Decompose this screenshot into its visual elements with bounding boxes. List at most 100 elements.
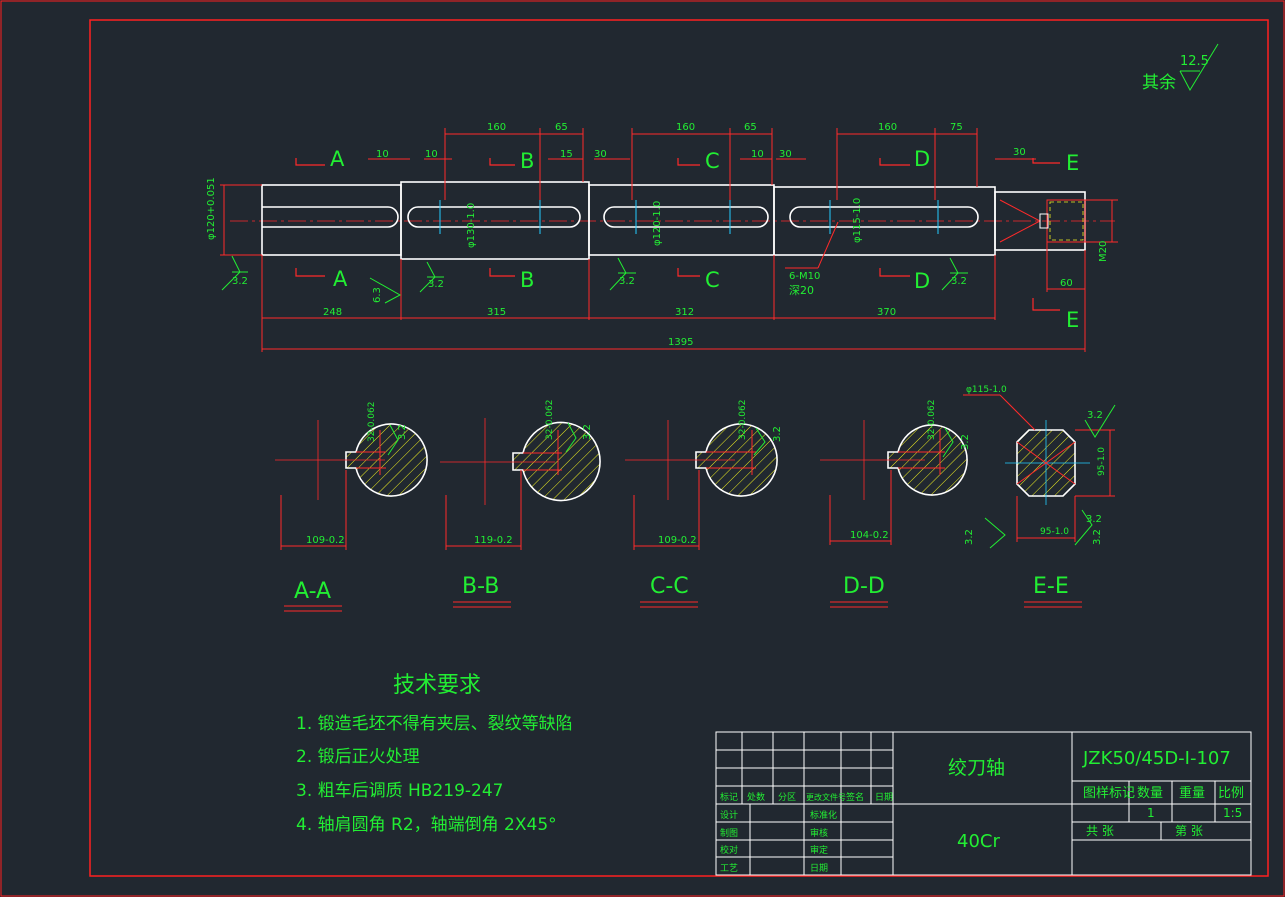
hole-callout: 6-M10 深20: [785, 221, 839, 297]
section-a-a: 109-0.2 32-0.062 3.2 A-A: [275, 402, 428, 612]
tb-h4: 更改文件号: [806, 792, 846, 802]
marker-a-top: A: [330, 147, 345, 171]
tech-item-2: 2. 锻后正火处理: [296, 747, 420, 767]
section-d-d: 104-0.2 32-0.062 3.2 D-D: [820, 400, 971, 608]
marker-d-bottom: D: [914, 269, 930, 293]
tb-drawing-no: JZK50/45D-I-107: [1082, 748, 1231, 769]
sec-e-ra-bottom: 3.2: [1092, 529, 1103, 545]
tb-h1: 标记: [720, 791, 738, 803]
dim-c-len: 160: [676, 122, 695, 133]
tb-r1: 设计: [720, 809, 738, 821]
dim-end-len: 60: [1060, 278, 1073, 289]
tech-item-4: 4. 轴肩圆角 R2，轴端倒角 2X45°: [296, 815, 557, 835]
keyways: [262, 206, 979, 228]
roughness-texts: 3.2 3.2 3.2 3.2 6.3: [232, 276, 967, 303]
dim-d-end: 75: [950, 122, 963, 133]
sec-d-width: 104-0.2: [850, 530, 889, 541]
finish-other-label: 其余: [1142, 73, 1176, 93]
tb-m3: 审定: [810, 844, 828, 856]
marker-e-top: E: [1066, 151, 1079, 175]
finish-other-value: 12.5: [1180, 54, 1209, 69]
sec-b-title: B-B: [462, 574, 499, 599]
sec-a-title: A-A: [294, 579, 331, 604]
sec-b-key: 32-0.062: [545, 400, 555, 440]
ra-3: 3.2: [619, 276, 635, 287]
tech-title: 技术要求: [393, 673, 481, 698]
top-dimensions: [368, 128, 1036, 200]
sec-b-width: 119-0.2: [474, 535, 513, 546]
sec-e-dia: φ115-1.0: [966, 385, 1007, 395]
sec-d-title: D-D: [843, 574, 885, 599]
tb-meta-3: 重量: [1179, 785, 1205, 801]
tb-material: 40Cr: [957, 831, 1000, 852]
dim-seg4: 370: [877, 307, 896, 318]
dim-e-gap: 30: [1013, 147, 1026, 158]
dim-b-gap: 15: [560, 149, 573, 160]
dia-130: φ130-1.0: [466, 203, 477, 248]
keyway-centers: [439, 200, 939, 234]
sec-a-width: 109-0.2: [306, 535, 345, 546]
roughness-symbols: [221, 255, 968, 304]
dim-total: 1395: [668, 337, 693, 348]
tb-h6: 日期: [875, 792, 893, 803]
tb-sheet-no: 第 张: [1175, 824, 1203, 838]
dia-115: φ115-1.0: [852, 198, 863, 243]
bottom-dimension-texts: 248 315 312 370 1395 60: [323, 278, 1073, 348]
sec-c-width: 109-0.2: [658, 535, 697, 546]
tb-m2: 审核: [810, 827, 828, 839]
tech-requirements: 技术要求 1. 锻造毛坯不得有夹层、裂纹等缺陷 2. 锻后正火处理 3. 粗车后…: [296, 673, 573, 835]
tb-scale: 1:5: [1223, 806, 1242, 820]
sec-d-ra: 3.2: [960, 434, 971, 450]
dim-d-len: 160: [878, 122, 897, 133]
ra-shoulder: 6.3: [372, 287, 383, 303]
marker-a-bottom: A: [333, 267, 348, 291]
diameter-labels: φ120+0.051 φ130-1.0 φ120-1.0 φ115-1.0 M2…: [206, 177, 1109, 262]
dim-seg2: 315: [487, 307, 506, 318]
tb-part-name: 绞刀轴: [948, 757, 1005, 779]
tech-item-3: 3. 粗车后调质 HB219-247: [296, 781, 504, 801]
shaft-outline: [261, 181, 1086, 260]
tech-item-1: 1. 锻造毛坯不得有夹层、裂纹等缺陷: [296, 714, 573, 734]
tb-meta-4: 比例: [1218, 786, 1244, 801]
section-markers: A A B B C C D D E E: [295, 147, 1079, 332]
sec-e-ra-left: 3.2: [964, 529, 975, 545]
bottom-dimensions: [220, 184, 1118, 352]
dia-120: φ120-1.0: [652, 201, 663, 246]
dim-a1: 10: [376, 149, 389, 160]
tb-sheet-total: 共 张: [1086, 824, 1114, 838]
dim-seg3: 312: [675, 307, 694, 318]
tb-h3: 分区: [778, 792, 796, 803]
tb-r4: 工艺: [720, 863, 738, 874]
dim-c-gap: 10: [751, 149, 764, 160]
surface-finish-other: 其余 12.5: [1142, 43, 1219, 93]
tb-h5: 签名: [846, 791, 864, 803]
dim-c-end: 65: [744, 122, 757, 133]
section-c-c: 109-0.2 32-0.062 3.2 C-C: [625, 400, 783, 608]
sec-d-key: 32-0.062: [927, 400, 937, 440]
ra-2: 3.2: [428, 279, 444, 290]
dim-seg1: 248: [323, 307, 342, 318]
ra-1: 3.2: [232, 276, 248, 287]
tb-meta-1: 图样标记: [1083, 786, 1135, 801]
tb-r2: 制图: [720, 827, 738, 839]
tb-h2: 处数: [747, 791, 765, 803]
title-block: [715, 731, 1252, 876]
hole-thread: 6-M10: [789, 271, 820, 282]
hole-depth: 深20: [789, 284, 814, 297]
tb-m4: 日期: [810, 863, 828, 874]
top-dimension-texts: 10 10 160 65 15 30 160 65 10 30 160 75 3…: [376, 122, 1026, 160]
sec-b-ra: 3.2: [582, 424, 593, 440]
sec-a-ra: 3.2: [397, 424, 408, 440]
dim-b-len: 160: [487, 122, 506, 133]
sec-e-ra-top: 3.2: [1087, 410, 1103, 421]
sec-e-width: 95-1.0: [1040, 527, 1069, 537]
sec-c-ra: 3.2: [772, 426, 783, 442]
marker-b-top: B: [520, 149, 534, 173]
sec-e-title: E-E: [1033, 574, 1069, 599]
marker-e-bottom: E: [1066, 308, 1079, 332]
section-e-e: φ115-1.0 95-1.0 95-1.0 3.2 3.2 3.2 3.2 E…: [963, 385, 1116, 608]
inner-frame: [89, 19, 1269, 877]
dim-b-end: 65: [555, 122, 568, 133]
sec-c-key: 32-0.062: [738, 400, 748, 440]
marker-c-bottom: C: [705, 268, 720, 292]
